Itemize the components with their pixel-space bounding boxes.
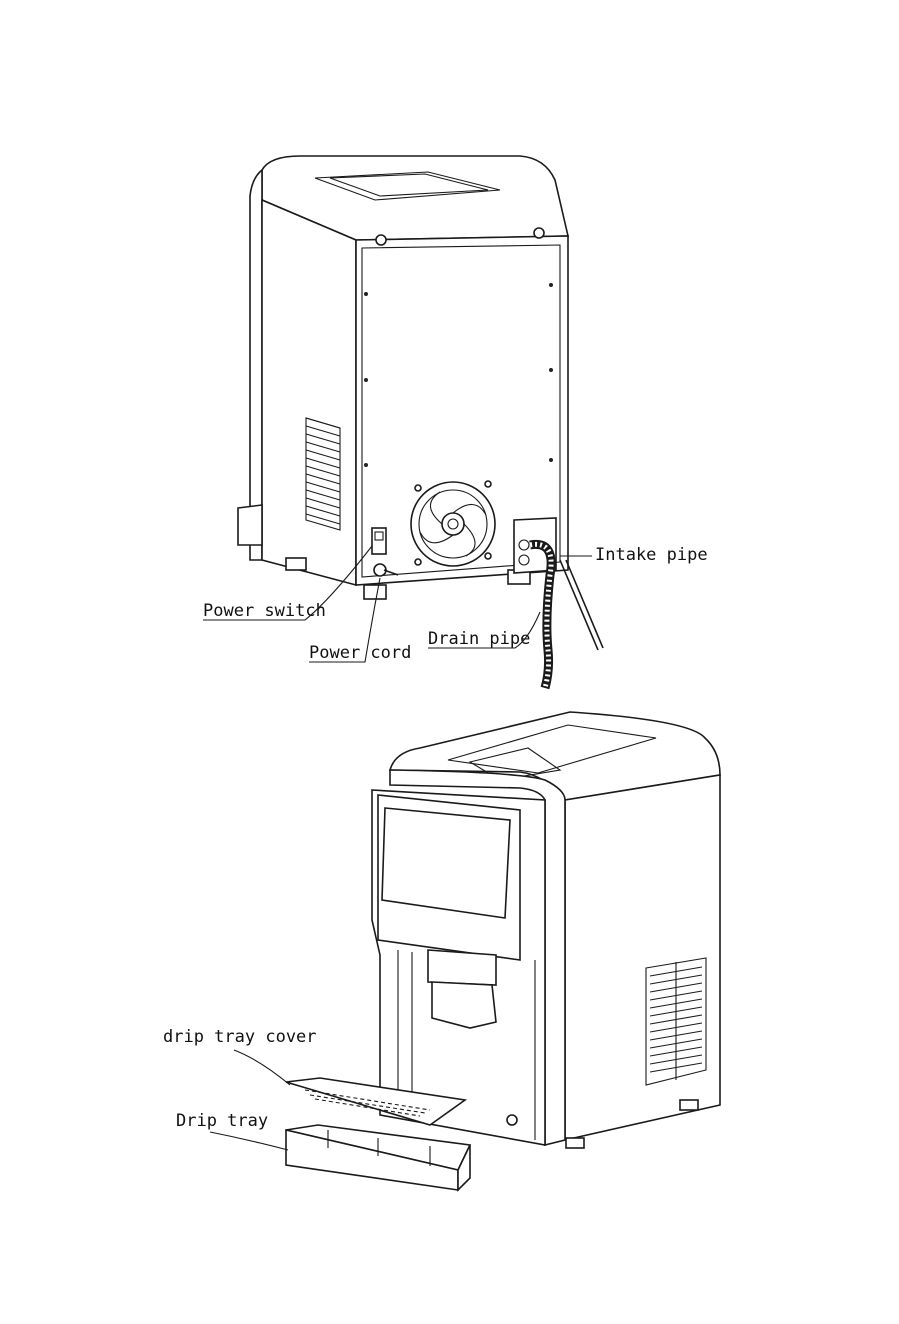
power-cord-label: Power cord bbox=[309, 643, 411, 663]
drip-tray-cover-label: drip tray cover bbox=[163, 1027, 317, 1047]
drip-tray-cover-leader bbox=[234, 1050, 290, 1085]
intake-pipe-label: Intake pipe bbox=[595, 545, 708, 565]
rear-fan bbox=[411, 481, 495, 566]
foot bbox=[286, 558, 306, 570]
front-view-illustration bbox=[286, 712, 720, 1190]
foot bbox=[364, 585, 386, 599]
ice-dispenser-nozzle bbox=[428, 950, 496, 1028]
intake-pipe bbox=[560, 560, 603, 650]
front-display-panel bbox=[378, 795, 520, 960]
drip-tray-leader bbox=[210, 1132, 288, 1150]
power-switch bbox=[372, 528, 386, 554]
foot bbox=[680, 1100, 698, 1110]
drip-tray-label: Drip tray bbox=[176, 1111, 268, 1131]
drain-pipe-label: Drain pipe bbox=[428, 629, 530, 649]
foot bbox=[566, 1138, 584, 1148]
drip-tray bbox=[286, 1125, 470, 1190]
